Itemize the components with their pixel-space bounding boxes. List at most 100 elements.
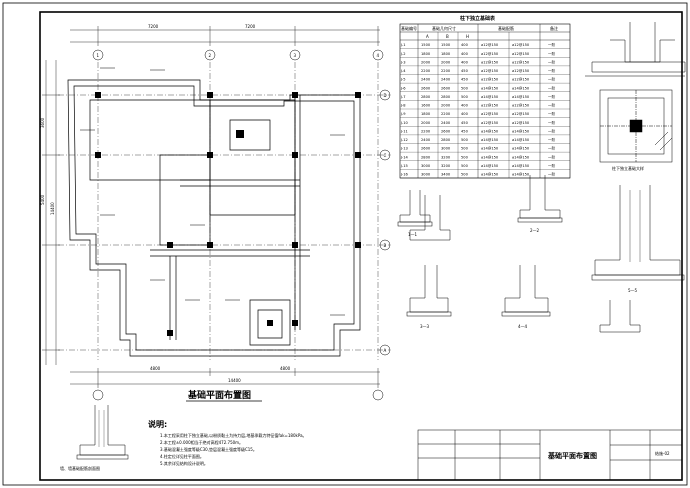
top-dim-2: 7200 <box>245 24 256 29</box>
table-cell: 450 <box>461 69 469 73</box>
table-cell: 一阶 <box>548 120 556 125</box>
notes: 说明: 1.本工程采用柱下独立基础,以粉质黏土为持力层,地基承载力特征值fak=… <box>148 419 307 466</box>
table-cell: ⌀14@150 <box>481 173 499 177</box>
table-cell: 一阶 <box>548 163 556 168</box>
bottom-dim-1: 4800 <box>150 366 161 371</box>
table-cell: 2600 <box>421 147 431 151</box>
note-4: 4.柱定位详见柱平面图。 <box>160 453 204 459</box>
table-cell: 一阶 <box>548 85 556 90</box>
table-cell: 2600 <box>421 86 431 90</box>
table-cell: 2000 <box>441 104 451 108</box>
table-cell: ⌀14@150 <box>481 155 499 159</box>
table-cell: ⌀12@150 <box>481 69 499 73</box>
table-cell: 一阶 <box>548 137 556 142</box>
table-cell: J-13 <box>400 147 408 151</box>
th-b: B <box>446 34 449 39</box>
table-title: 柱下独立基础表 <box>460 15 496 22</box>
table-cell: 一阶 <box>548 154 556 159</box>
table-cell: 一阶 <box>548 77 556 82</box>
table-cell: 450 <box>461 129 469 133</box>
table-cell: J-7 <box>400 95 406 99</box>
left-dim-1: 3600 <box>40 117 45 128</box>
note-2: 2.本工程±0.000相当于绝对高程472.750m。 <box>160 439 243 445</box>
table-cell: 2600 <box>441 86 451 90</box>
table-cell: 400 <box>461 104 469 108</box>
table-cell: J-8 <box>400 104 406 108</box>
axis-top-2: 2 <box>209 53 212 58</box>
table-cell: ⌀14@150 <box>512 129 530 133</box>
table-cell: 2400 <box>441 78 451 82</box>
table-cell: J-16 <box>400 173 409 177</box>
axis-bubbles-right <box>379 89 391 356</box>
table-cell: 1500 <box>441 43 451 47</box>
table-cell: J-1 <box>400 43 406 47</box>
bottom-dim-2: 4800 <box>280 366 291 371</box>
table-cell: J-5 <box>400 78 406 82</box>
table-cell: 一阶 <box>548 172 556 177</box>
table-cell: ⌀12@150 <box>512 43 530 47</box>
title-block-number: 结施-02 <box>655 450 670 456</box>
table-cell: ⌀12@150 <box>481 60 499 64</box>
table-cell: 2000 <box>421 121 431 125</box>
table-cell: 2400 <box>421 78 431 82</box>
table-cell: 2000 <box>421 60 431 64</box>
section-label-3: 3—3 <box>420 324 430 329</box>
th-rebar: 基础配筋 <box>498 25 514 31</box>
table-cell: J-3 <box>400 60 406 64</box>
title-block <box>417 429 683 481</box>
table-cell: 500 <box>461 86 469 90</box>
table-cell: ⌀14@150 <box>512 86 530 90</box>
axis-bubbles-top <box>92 49 384 401</box>
table-cell: 3200 <box>441 164 451 168</box>
table-cell: ⌀12@150 <box>512 121 530 125</box>
section-marks <box>80 67 345 316</box>
table-cell: ⌀12@150 <box>481 104 499 108</box>
table-cell: ⌀14@150 <box>512 173 530 177</box>
notes-title: 说明: <box>148 419 167 429</box>
table-cell: 一阶 <box>548 94 556 99</box>
axis-left-d: D <box>384 93 387 98</box>
table-cell: 2800 <box>421 155 431 159</box>
total-dim: 14400 <box>228 378 241 383</box>
table-cell: 2200 <box>421 69 431 73</box>
axis-left-b: B <box>384 243 387 248</box>
table-cell: ⌀14@150 <box>512 155 530 159</box>
axis-left-a: A <box>384 348 387 353</box>
table-cell: 2000 <box>441 60 451 64</box>
table-cell: J-11 <box>400 129 408 133</box>
section-label-5: 5—5 <box>628 288 638 293</box>
table-cell: 3000 <box>441 147 451 151</box>
table-cell: ⌀12@150 <box>512 52 530 56</box>
note-3: 3.基础混凝土强度等级C30,垫层混凝土强度等级C15。 <box>160 446 257 452</box>
section-label-2: 2—2 <box>530 228 540 233</box>
table-cell: 一阶 <box>548 103 556 108</box>
table-cell: 1500 <box>421 43 431 47</box>
table-cell: 400 <box>461 43 469 47</box>
table-cell: 一阶 <box>548 111 556 116</box>
table-cell: 400 <box>461 60 469 64</box>
table-cell: 500 <box>461 138 469 142</box>
table-cell: J-4 <box>400 69 406 73</box>
table-cell: 3400 <box>441 173 451 177</box>
table-cell: J-14 <box>400 155 409 159</box>
foundation-plan: 7200 7200 4800 4800 14400 3600 5400 1440… <box>40 24 391 402</box>
table-cell: 一阶 <box>548 42 556 47</box>
table-cell: ⌀14@150 <box>481 86 499 90</box>
table-cell: 500 <box>461 95 469 99</box>
table-cell: ⌀14@150 <box>481 95 499 99</box>
table-cell: 2200 <box>441 112 451 116</box>
table-cell: 1800 <box>421 52 431 56</box>
inner-frame <box>39 11 683 481</box>
table-cell: 450 <box>461 121 469 125</box>
th-id: 基础编号 <box>401 25 417 31</box>
table-cell: 2200 <box>421 129 431 133</box>
table-cell: ⌀14@150 <box>512 147 530 151</box>
table-cell: ⌀12@150 <box>512 112 530 116</box>
table-cell: J-9 <box>400 112 406 116</box>
table-cell: J-10 <box>400 121 409 125</box>
axis-left-c: C <box>384 153 387 158</box>
table-cell: ⌀14@150 <box>481 129 499 133</box>
table-cell: 400 <box>461 52 469 56</box>
